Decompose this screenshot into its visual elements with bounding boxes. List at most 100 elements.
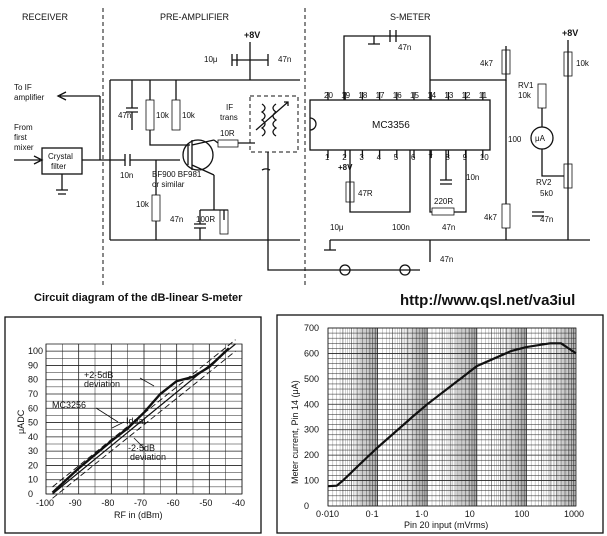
ic-pin-bottom-label: 2 (342, 153, 347, 162)
cap-47n-e (532, 211, 544, 217)
if-transformer-box (249, 95, 299, 153)
label-c-47n-a: 47n (118, 111, 131, 120)
chart1-xtick-label: -90 (69, 498, 82, 508)
chart2-ytick-label: 200 (304, 450, 319, 460)
ic-pin-top-label: 18 (358, 91, 367, 100)
label-r-100R: 100R (196, 215, 215, 224)
chart1-xlabel: RF in (dBm) (114, 510, 163, 520)
chart1-ytick-label: 90 (28, 360, 38, 370)
chart2-plot-area (327, 327, 577, 507)
label-to-if: To IF (14, 83, 32, 92)
cap-47n-d (389, 30, 397, 42)
label-c-10n-b: 10n (466, 173, 479, 182)
ic-pin-top-label: 11 (479, 91, 488, 100)
arrow-to-if (56, 91, 100, 101)
chart1-ytick-label: 60 (28, 403, 38, 413)
chart1-xtick-label: -70 (134, 498, 147, 508)
chart1-xtick-label: -60 (167, 498, 180, 508)
chart2-xtick-label: 100 (514, 509, 529, 519)
res-100R (219, 209, 229, 235)
wire-pin14 (430, 46, 507, 81)
ic-pin-bottom-label: 1 (325, 153, 330, 162)
ic-pin-bottom-label: 10 (480, 153, 489, 162)
label-rv1-1: RV1 (518, 81, 534, 90)
label-meter: 100 (508, 135, 522, 144)
res-47R (345, 181, 355, 203)
chart1-annotation: MC3256 (52, 400, 86, 410)
chart2-xtick-label: 1·0 (415, 509, 428, 519)
label-rv2-2: 5k0 (540, 189, 553, 198)
section-preamp: PRE-AMPLIFIER (160, 12, 230, 22)
chart2-xtick-label: 10 (465, 509, 475, 519)
ic-pin-top-label: 20 (324, 91, 333, 100)
ic-notch (309, 117, 317, 131)
terminal-a (339, 264, 351, 276)
chart2-ytick-label: 0 (304, 501, 309, 511)
wire-filter-out (82, 96, 125, 161)
label-c-47n-f: 47n (442, 223, 455, 232)
wire-bias (149, 80, 190, 146)
label-r-4k7-a: 4k7 (480, 59, 493, 68)
wire-220R (429, 150, 467, 213)
ic-pin-bottom-label: 8 (445, 153, 450, 162)
circuit-schematic: RECEIVER PRE-AMPLIFIER S-METER To IF amp… (14, 8, 590, 285)
label-r-10k-c: 10k (136, 200, 150, 209)
res-220R (431, 207, 455, 216)
label-r-10R: 10R (220, 129, 235, 138)
chart2-xlabel: Pin 20 input (mVrms) (404, 520, 488, 530)
ic-pin-top-label: 15 (410, 91, 419, 100)
label-c-47n-c: 47n (278, 55, 291, 64)
chart2-ylabel: Meter current, Pin 14 (μA) (290, 380, 300, 484)
cap-10u-a (231, 54, 238, 66)
ic-pin-bottom-label: 3 (359, 153, 364, 162)
if-adjust-arrow (255, 101, 289, 131)
ground-ic (324, 239, 420, 251)
wire-source (200, 175, 228, 220)
label-c-100n: 100n (392, 223, 410, 232)
ic-pin-bottom-label: 7 (428, 153, 433, 162)
wire-meter (541, 108, 564, 177)
label-c-47n-e: 47n (540, 215, 553, 224)
arrow-from-mixer (14, 155, 44, 165)
label-plus8v-b: +8V (562, 28, 578, 38)
ground-crystal (56, 174, 68, 195)
res-10k-c (151, 194, 161, 222)
source-url: http://www.qsl.net/va3iul (400, 292, 576, 309)
label-r-47R: 47R (358, 189, 373, 198)
chart1-ytick-label: 100 (28, 346, 43, 356)
res-4k7-b (501, 203, 511, 229)
mosfet-leads (187, 139, 215, 176)
ic-pin-top-label: 16 (393, 91, 402, 100)
res-10R (217, 139, 239, 148)
label-c-10u-a: 10μ (204, 55, 218, 64)
chart1-annotation: deviation (84, 379, 120, 389)
label-c-10n: 10n (120, 171, 133, 180)
chart1-series-line (51, 347, 230, 494)
label-first: first (14, 133, 28, 142)
chart1-annotation: +2·5dB (84, 370, 113, 380)
ic-pin-top-label: 12 (462, 91, 471, 100)
label-ic: MC3356 (372, 120, 410, 131)
chart1-ytick-label: 70 (28, 389, 38, 399)
wire-drain (213, 139, 255, 144)
label-bf-1: BF900 BF981 (152, 170, 202, 179)
label-rv2-1: RV2 (536, 178, 552, 187)
wire-8v-a (232, 42, 268, 80)
label-r-10k-a: 10k (156, 111, 170, 120)
chart1-series-line (52, 350, 236, 499)
res-4k7-a (501, 49, 511, 75)
label-rv1-2: 10k (518, 91, 532, 100)
ic-pin-bottom-label: 9 (463, 153, 468, 162)
chart2-ytick-label: 600 (304, 348, 319, 358)
chart1-annotation: deviation (130, 452, 166, 462)
chart1-frame (4, 316, 262, 534)
label-r-220R: 220R (434, 197, 453, 206)
res-10k-a (145, 99, 155, 131)
label-plus8v-a: +8V (244, 30, 260, 40)
label-r-10k-d: 10k (576, 59, 590, 68)
label-c-47n-b: 47n (170, 215, 183, 224)
label-crystal: Crystal (48, 152, 73, 161)
chart1-xtick-label: -100 (36, 498, 54, 508)
chart1-ytick-label: 30 (28, 446, 38, 456)
